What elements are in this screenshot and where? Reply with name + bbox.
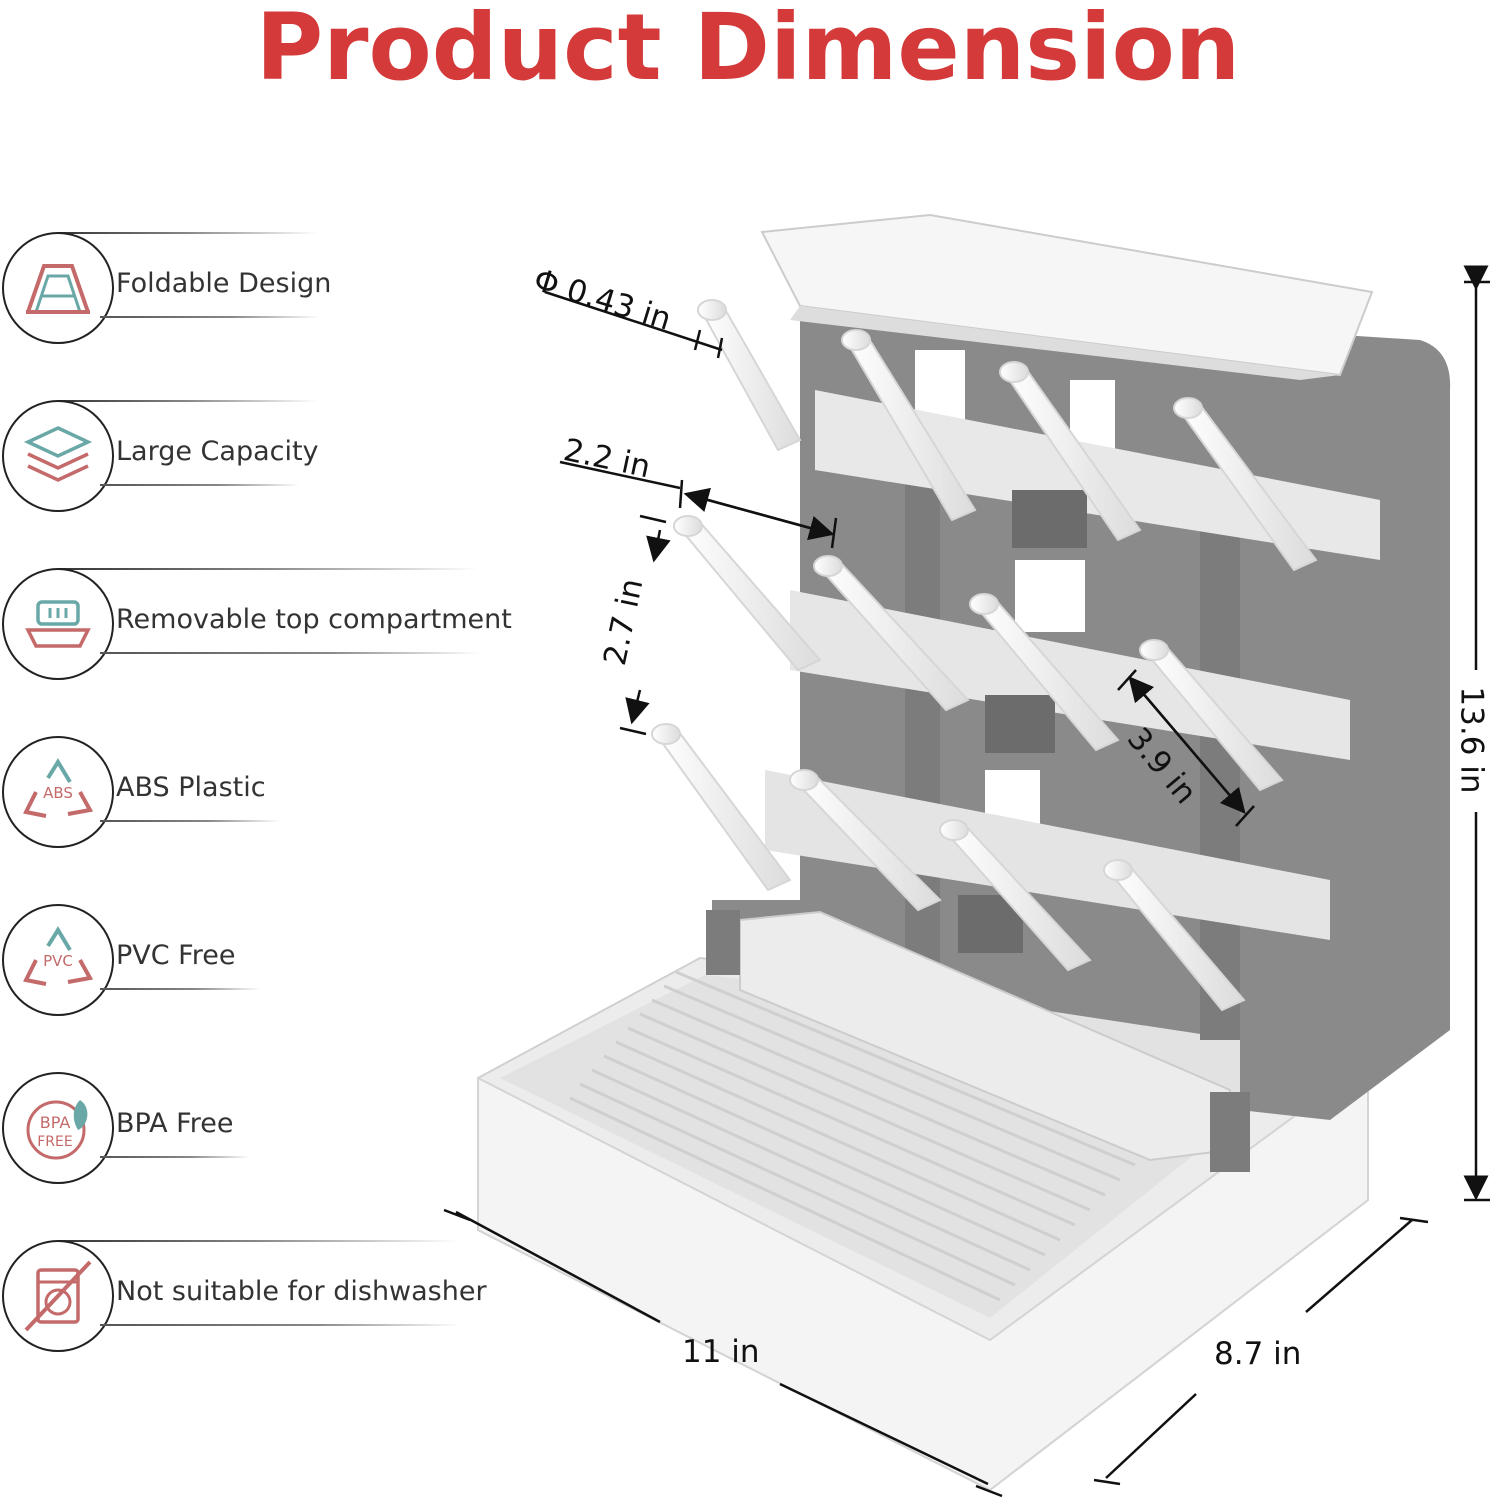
feature-large-capacity: Large Capacity — [0, 400, 520, 516]
page-title: Product Dimension — [255, 0, 1241, 101]
hinge — [706, 910, 1250, 1172]
svg-text:BPA: BPA — [40, 1113, 71, 1132]
top-compartment — [760, 213, 1374, 380]
bpa-free-icon: BPA FREE — [26, 1100, 88, 1160]
feature-removable-top-compartment: Removable top compartment — [0, 568, 520, 684]
recycle-icon: ABS — [23, 758, 94, 818]
feature-foldable-design: Foldable Design — [0, 232, 520, 348]
dimension-width: 11 in — [682, 1334, 760, 1370]
recycle-icon: PVC — [23, 926, 94, 986]
feature-not-dishwasher-safe: Not suitable for dishwasher — [0, 1240, 520, 1356]
svg-text:PVC: PVC — [43, 952, 73, 970]
dimension-lines — [443, 265, 1490, 1498]
pegs — [651, 299, 1318, 1012]
svg-text:FREE: FREE — [37, 1134, 72, 1150]
feature-icon-ring — [2, 1240, 114, 1352]
foldable-icon — [26, 264, 90, 314]
feature-label: Large Capacity — [116, 436, 319, 467]
feature-icon-ring: BPA FREE — [2, 1072, 114, 1184]
drain-ridges — [569, 970, 1136, 1302]
dimension-height: 13.6 in — [1453, 686, 1490, 794]
dimension-depth: 8.7 in — [1214, 1336, 1302, 1372]
feature-icon-ring: PVC — [2, 904, 114, 1016]
feature-label: ABS Plastic — [116, 772, 266, 803]
layers-icon — [23, 426, 93, 482]
feature-label: Foldable Design — [116, 268, 332, 299]
feature-pvc-free: PVC PVC Free — [0, 904, 520, 1020]
feature-abs-plastic: ABS ABS Plastic — [0, 736, 520, 852]
feature-label: PVC Free — [116, 940, 236, 971]
feature-icon-ring — [2, 568, 114, 680]
feature-label: Not suitable for dishwasher — [116, 1276, 487, 1307]
feature-icon-ring: ABS — [2, 736, 114, 848]
no-dishwasher-icon — [24, 1260, 92, 1332]
feature-icon-ring — [2, 400, 114, 512]
feature-icon-ring — [2, 232, 114, 344]
feature-label: BPA Free — [116, 1108, 234, 1139]
feature-bpa-free: BPA FREE BPA Free — [0, 1072, 520, 1188]
feature-label: Removable top compartment — [116, 604, 512, 635]
tray-icon — [25, 600, 91, 648]
svg-text:ABS: ABS — [43, 784, 73, 802]
